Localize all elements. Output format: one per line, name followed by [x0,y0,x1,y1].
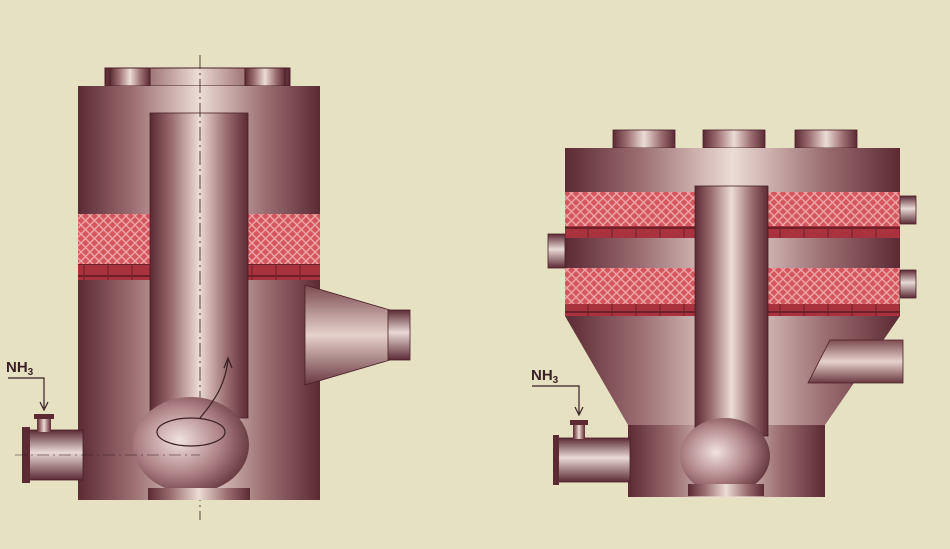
right-side-nozzle-upper-right [899,195,917,225]
right-inlet-flange [553,435,559,485]
left-nh3-label-sub: 3 [28,367,34,378]
right-mixing-sphere [680,418,770,494]
left-nh3-label: NH3 [6,359,34,378]
right-top-nozzle-1 [612,129,676,149]
left-nh3-leader [8,377,49,412]
right-inlet-pipe [556,437,631,483]
left-central-tube [149,112,249,419]
right-central-tube [694,185,769,437]
left-mixing-sphere [133,397,249,493]
left-flow-arrow [199,356,233,419]
left-inlet-pipe [27,429,84,481]
right-reactor: NH3 [531,129,917,497]
right-outlet-pipe [807,339,904,384]
right-nh3-nozzle [573,424,585,439]
left-reactor: NH3 [6,55,411,520]
left-swirl-arrow [156,417,226,447]
right-nh3-label: NH3 [531,367,559,386]
right-side-nozzle-lower-right [899,269,917,299]
left-nh3-label-main: NH [6,359,28,376]
right-top-nozzle-2 [702,129,766,149]
right-base-plate [688,484,764,496]
right-nh3-label-sub: 3 [553,375,559,386]
left-top-flange-nozzle-1 [109,67,151,87]
right-nh3-leader [532,385,584,417]
left-nh3-nozzle [37,418,51,432]
right-shell-upper [565,148,900,192]
right-nh3-nozzle-flange [570,420,588,425]
right-side-nozzle-upper-left [547,233,566,269]
left-top-flange-nozzle-2 [244,67,286,87]
left-base-plate [148,488,250,500]
right-top-nozzle-3 [794,129,858,149]
left-outlet-flange [387,309,411,361]
left-nh3-nozzle-flange [34,414,54,419]
right-nh3-label-main: NH [531,367,553,384]
